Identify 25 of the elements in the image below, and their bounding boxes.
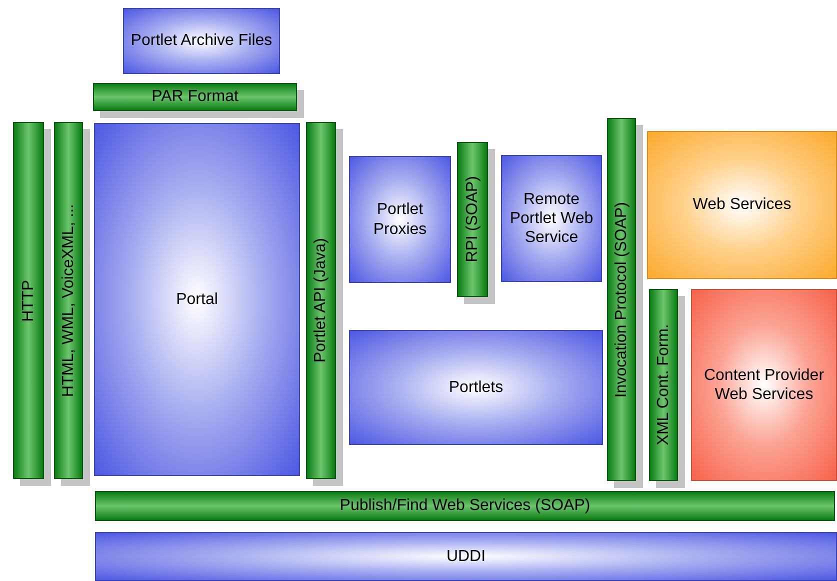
block-label: Remote Portlet Web Service xyxy=(508,190,594,248)
block-label: Publish/Find Web Services (SOAP) xyxy=(338,496,592,516)
block-label: HTTP xyxy=(18,280,38,322)
block-label: Portlets xyxy=(448,378,504,398)
block-label: PAR Format xyxy=(150,87,240,107)
service-block xyxy=(647,131,837,279)
block-label: RPI (SOAP) xyxy=(462,176,482,263)
block-label: Invocation Protocol (SOAP) xyxy=(612,202,631,398)
block-label: Web Services xyxy=(692,195,792,215)
component-block xyxy=(95,532,837,581)
block-label: XML Cont. Form. xyxy=(654,324,673,446)
block-label: HTML, WML, VoiceXML, ... xyxy=(58,204,78,397)
component-block xyxy=(349,156,451,283)
component-block xyxy=(94,123,300,476)
block-label: Portlet API (Java) xyxy=(311,238,330,363)
component-block xyxy=(501,155,602,282)
block-label: Portlet Proxies xyxy=(372,200,428,239)
block-label: Portlet Archive Files xyxy=(130,31,274,51)
component-block xyxy=(349,330,603,445)
protocol-bar xyxy=(95,491,835,521)
block-label: UDDI xyxy=(445,546,487,566)
block-label: Content Provider Web Services xyxy=(702,366,826,404)
service-block xyxy=(691,289,837,481)
component-block xyxy=(123,8,280,74)
block-label: Portal xyxy=(175,290,219,310)
